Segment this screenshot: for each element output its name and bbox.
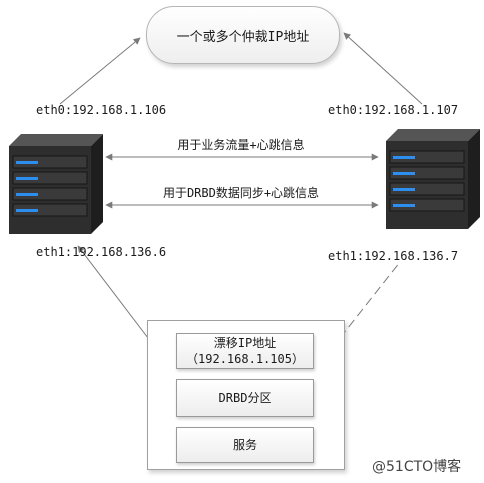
left-server-icon bbox=[9, 134, 103, 234]
left-eth0-label: eth0:192.168.1.106 bbox=[36, 103, 167, 117]
right-eth0-label: eth0:192.168.1.107 bbox=[328, 103, 459, 117]
right-server-icon bbox=[386, 129, 480, 229]
dashed-group-to-right-server bbox=[339, 261, 401, 339]
drbd-link-label: 用于DRBD数据同步+心跳信息 bbox=[162, 186, 320, 200]
service-box: 服务 bbox=[176, 427, 314, 463]
arrow-group-to-left-server bbox=[77, 245, 149, 339]
business-link-label: 用于业务流量+心跳信息 bbox=[177, 138, 305, 152]
left-eth1-label: eth1:192.168.136.6 bbox=[36, 245, 167, 259]
right-eth1-label: eth1:192.168.136.7 bbox=[328, 249, 459, 263]
watermark: @51CTO博客 bbox=[372, 459, 462, 475]
floating-ip-title: 漂移IP地址 bbox=[213, 336, 277, 350]
drbd-partition-label: DRBD分区 bbox=[218, 391, 272, 405]
arrow-right-server-to-cloud bbox=[343, 32, 423, 105]
floating-ip-value: （192.168.1.105） bbox=[186, 352, 304, 366]
floating-ip-box: 漂移IP地址 （192.168.1.105） bbox=[176, 333, 314, 369]
arrow-left-server-to-cloud bbox=[59, 37, 141, 105]
virtual-ip-cloud-label: 一个或多个仲裁IP地址 bbox=[176, 29, 310, 45]
resource-group-box: 漂移IP地址 （192.168.1.105） DRBD分区 服务 bbox=[147, 320, 345, 470]
virtual-ip-cloud: 一个或多个仲裁IP地址 bbox=[146, 6, 340, 64]
service-label: 服务 bbox=[232, 438, 257, 452]
drbd-partition-box: DRBD分区 bbox=[176, 379, 314, 417]
